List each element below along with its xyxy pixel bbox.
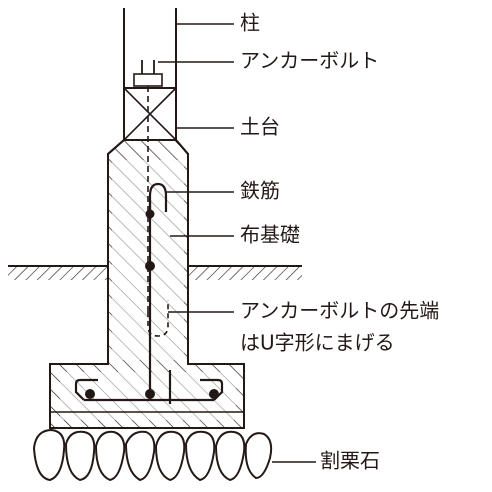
label-anchor-bolt: アンカーボルト xyxy=(240,49,379,73)
labels: 柱 アンカーボルト 土台 鉄筋 布基礎 アンカーボルトの先端 はU字形にまげる … xyxy=(240,11,439,473)
label-continuous-footing: 布基礎 xyxy=(240,223,300,247)
ground-surface xyxy=(8,265,302,280)
anchor-bolt xyxy=(133,60,169,337)
rebar xyxy=(74,182,224,404)
label-column: 柱 xyxy=(240,11,260,35)
crushed-stone xyxy=(32,428,273,482)
label-crushed-stone: 割栗石 xyxy=(320,449,380,473)
label-rebar: 鉄筋 xyxy=(240,179,280,203)
column xyxy=(123,8,177,88)
label-sill: 土台 xyxy=(240,115,280,139)
label-anchor-tip-line2: はU字形にまげる xyxy=(240,331,395,355)
leader-lines xyxy=(158,23,316,463)
continuous-footing xyxy=(49,139,245,429)
sill xyxy=(123,87,177,141)
label-anchor-tip-line1: アンカーボルトの先端 xyxy=(240,299,439,323)
